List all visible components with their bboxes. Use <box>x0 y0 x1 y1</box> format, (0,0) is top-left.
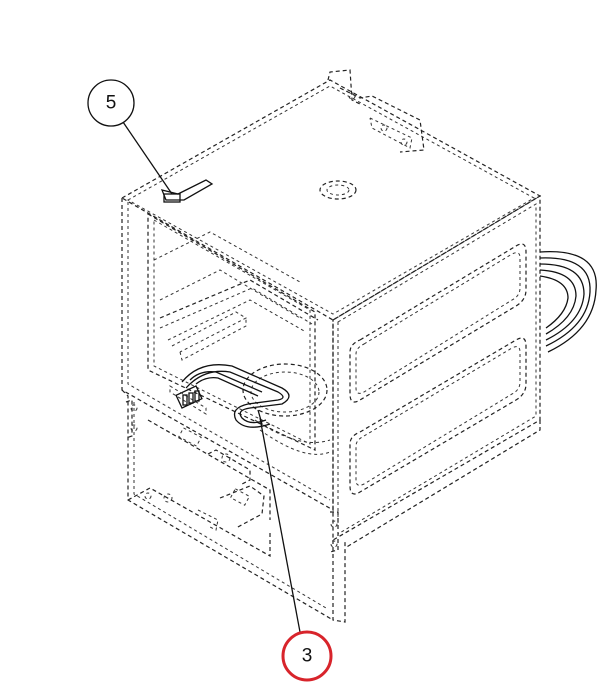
callout-3-leader-tip <box>257 409 263 425</box>
cabinet-right-side <box>332 194 541 623</box>
callout-5-circle <box>87 79 135 127</box>
rear-bracket <box>327 69 425 153</box>
callout-3[interactable]: 3 <box>257 409 333 682</box>
heating-element <box>169 364 290 428</box>
power-cord <box>539 251 597 353</box>
callout-3-circle <box>281 630 333 682</box>
callout-5-leader <box>122 121 173 195</box>
callout-5-label: 5 <box>106 93 117 114</box>
callout-3-leader <box>259 417 301 633</box>
lower-control-section <box>121 389 339 621</box>
callout-5[interactable]: 5 <box>87 79 173 195</box>
callout-3-label: 3 <box>302 646 313 667</box>
cabinet-front <box>121 198 334 512</box>
